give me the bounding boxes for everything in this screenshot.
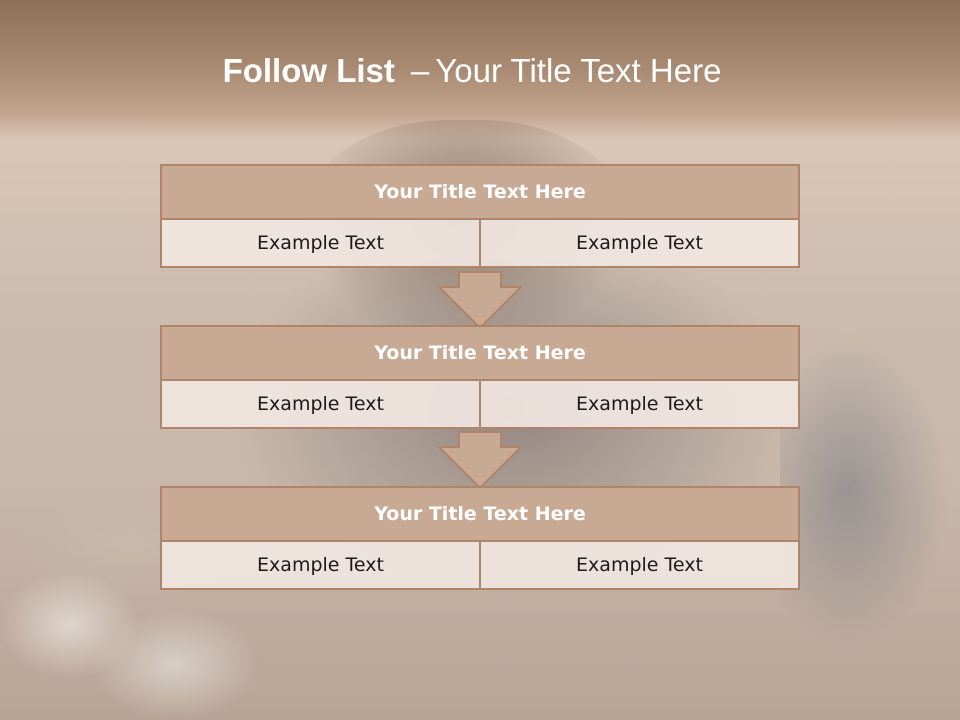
- arrow-down-icon: [438, 271, 522, 329]
- list-block: Your Title Text Here Example Text Exampl…: [160, 486, 800, 590]
- list-block: Your Title Text Here Example Text Exampl…: [160, 164, 800, 268]
- slide-title-separator: –: [410, 52, 430, 89]
- block-cell: Example Text: [160, 381, 481, 429]
- block-row: Example Text Example Text: [160, 220, 800, 268]
- block-row: Example Text Example Text: [160, 542, 800, 590]
- block-cell: Example Text: [160, 542, 481, 590]
- block-heading: Your Title Text Here: [160, 486, 800, 542]
- background-photo-shoe: [0, 570, 140, 680]
- block-cell: Example Text: [481, 220, 800, 268]
- background-photo-shoe: [90, 610, 260, 720]
- slide-title-bold: Follow List: [222, 52, 395, 89]
- list-block: Your Title Text Here Example Text Exampl…: [160, 325, 800, 429]
- slide-title: Follow List–Your Title Text Here: [0, 52, 944, 90]
- block-row: Example Text Example Text: [160, 381, 800, 429]
- block-cell: Example Text: [481, 381, 800, 429]
- block-heading: Your Title Text Here: [160, 325, 800, 381]
- block-cell: Example Text: [160, 220, 481, 268]
- arrow-down-icon: [438, 431, 522, 489]
- block-cell: Example Text: [481, 542, 800, 590]
- slide-title-rest: Your Title Text Here: [435, 52, 722, 89]
- background-photo-figure-leg: [780, 330, 950, 650]
- block-heading: Your Title Text Here: [160, 164, 800, 220]
